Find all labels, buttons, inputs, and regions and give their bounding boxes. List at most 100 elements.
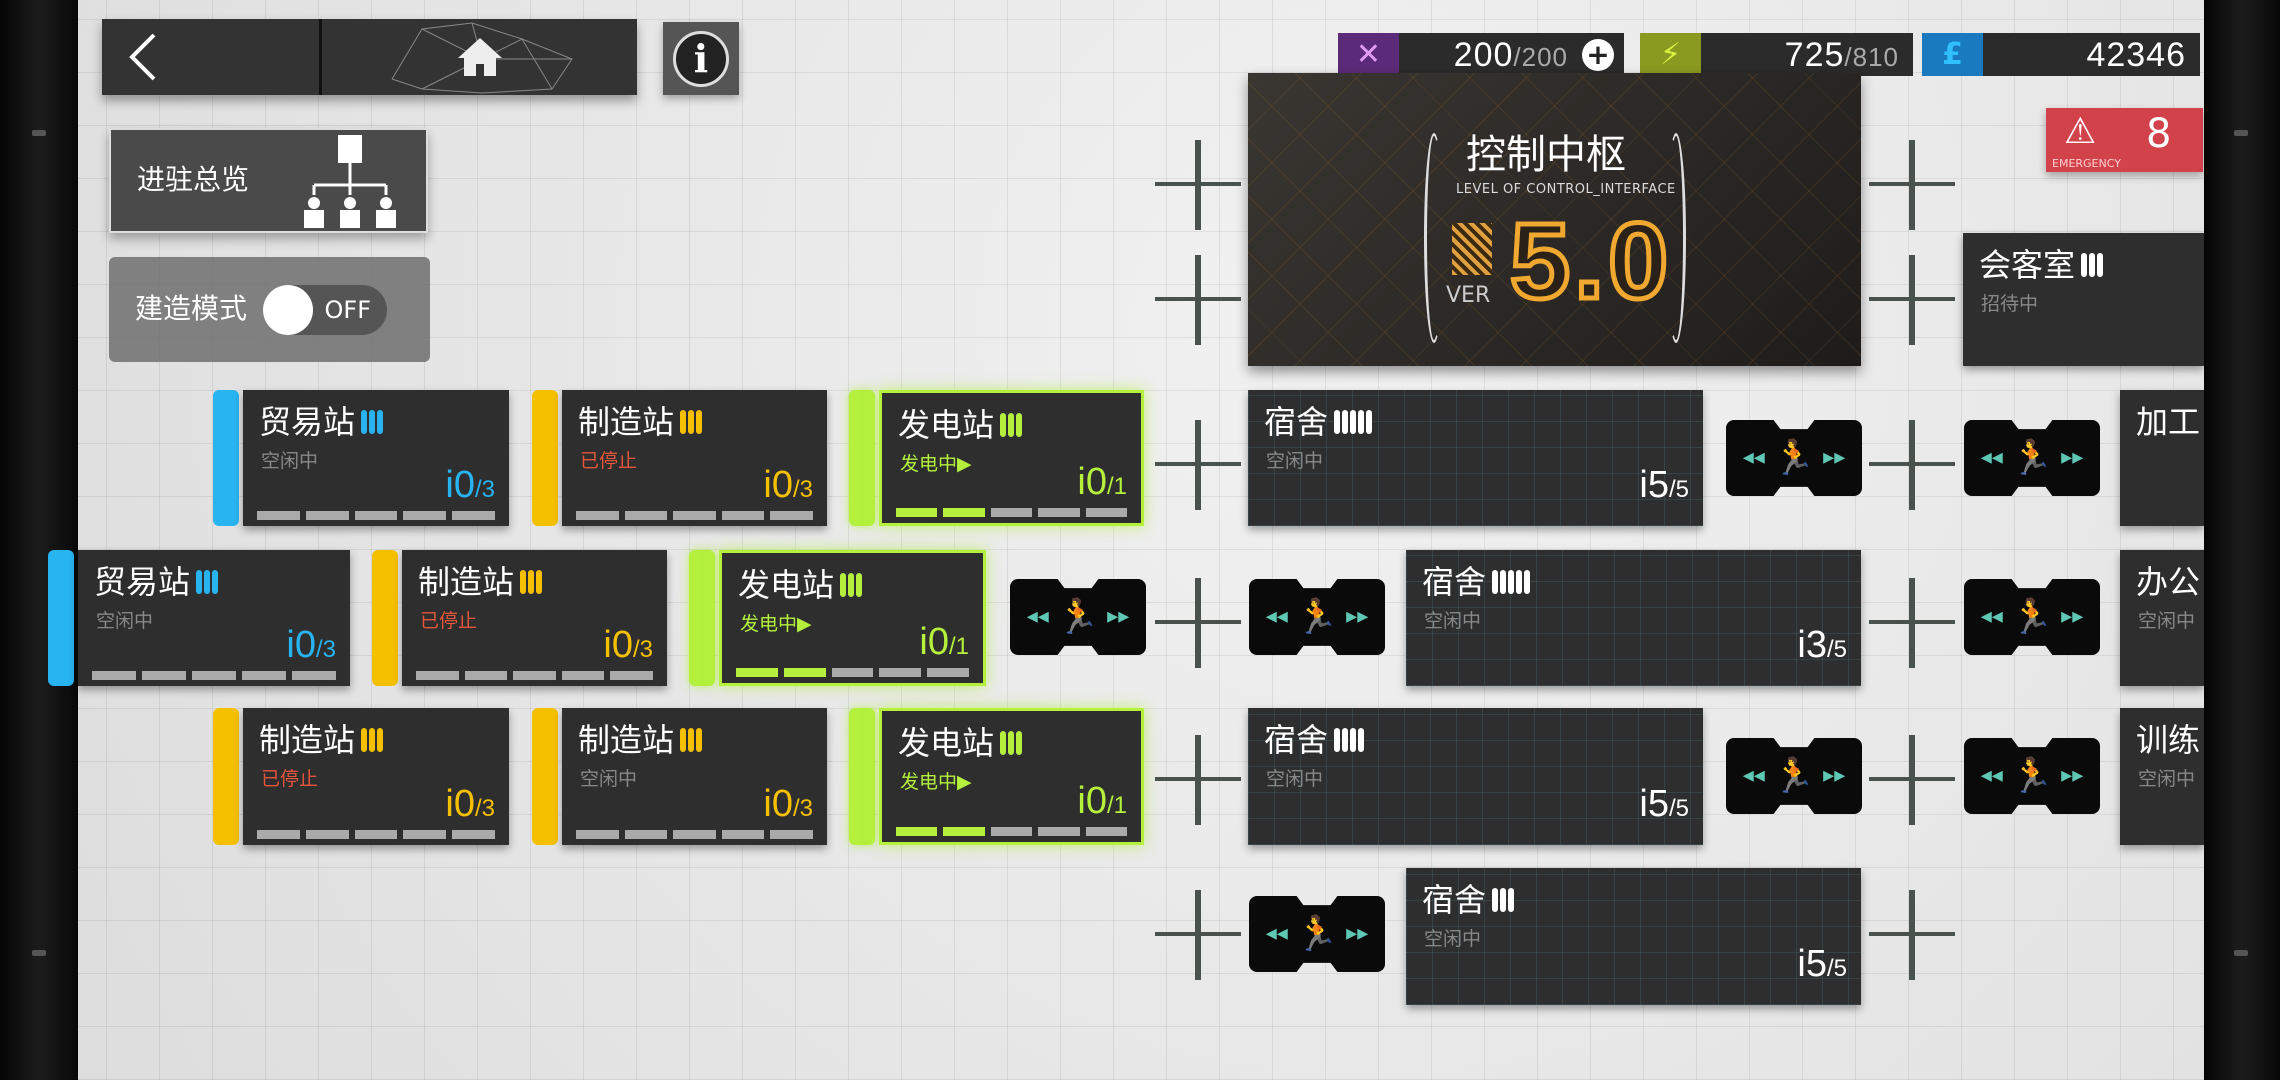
grid-cross-marker bbox=[1155, 735, 1241, 825]
progress-segment bbox=[1085, 508, 1128, 517]
progress-segment bbox=[513, 671, 556, 680]
room-name: 制造站 bbox=[418, 566, 543, 598]
level-pip bbox=[1358, 728, 1365, 752]
progress-segment bbox=[990, 508, 1033, 517]
category-stripe bbox=[532, 708, 558, 845]
worker-capacity: /5 bbox=[1668, 795, 1689, 822]
worker-icon: i bbox=[1797, 943, 1806, 985]
control-center-subtitle: LEVEL OF CONTROL_INTERFACE bbox=[1456, 182, 1676, 197]
worker-count: i0/3 bbox=[603, 626, 653, 664]
corridor-button[interactable]: ◂◂🏃▸▸ bbox=[1010, 579, 1146, 655]
overview-button[interactable]: 进驻总览 bbox=[109, 128, 428, 233]
right-arrow-icon: ▸▸ bbox=[1823, 445, 1846, 470]
level-pip bbox=[361, 410, 368, 434]
emergency-label: EMERGENCY bbox=[2052, 157, 2121, 170]
room-title: 制造站 bbox=[259, 721, 356, 759]
corridor-button[interactable]: ◂◂🏃▸▸ bbox=[1249, 579, 1385, 655]
level-pip bbox=[520, 570, 527, 594]
home-button[interactable] bbox=[322, 19, 637, 95]
control-center[interactable]: 控制中枢 LEVEL OF CONTROL_INTERFACE VER 5.0 bbox=[1248, 73, 1861, 366]
corridor-button[interactable]: ◂◂🏃▸▸ bbox=[1964, 738, 2100, 814]
org-chart-icon bbox=[304, 134, 396, 228]
right-arrow-icon: ▸▸ bbox=[2061, 445, 2084, 470]
emergency-button[interactable]: ⚠ 8 EMERGENCY bbox=[2046, 108, 2203, 172]
progress-segments bbox=[576, 511, 813, 520]
left-arrow-icon: ◂◂ bbox=[1026, 604, 1049, 629]
hatch-decoration bbox=[1452, 223, 1492, 275]
drone-current: 200 bbox=[1453, 35, 1514, 74]
info-icon: i bbox=[673, 30, 729, 87]
room-status: 已停止 bbox=[580, 450, 638, 472]
grid-cross-marker bbox=[1155, 578, 1241, 668]
worker-icon: i bbox=[763, 464, 772, 506]
add-drone-button[interactable]: + bbox=[1582, 38, 1614, 71]
emergency-count: 8 bbox=[2146, 111, 2172, 157]
room-name: 办公 bbox=[2136, 566, 2200, 598]
corridor-button[interactable]: ◂◂🏃▸▸ bbox=[1964, 420, 2100, 496]
progress-segment bbox=[879, 668, 922, 677]
room-title: 宿舍 bbox=[1264, 403, 1329, 441]
room-card-training[interactable]: 训练空闲中 bbox=[2120, 708, 2204, 845]
info-button[interactable]: i bbox=[663, 22, 739, 95]
room-card-workshop[interactable]: 加工 bbox=[2120, 390, 2204, 526]
corridor-button[interactable]: ◂◂🏃▸▸ bbox=[1726, 420, 1862, 496]
corridor-button[interactable]: ◂◂🏃▸▸ bbox=[1249, 896, 1385, 972]
room-name: 发电站 bbox=[898, 724, 1023, 762]
progress-segment bbox=[142, 671, 186, 680]
build-mode-toggle[interactable]: OFF bbox=[263, 284, 388, 335]
room-card-office[interactable]: 办公空闲中 bbox=[2120, 550, 2204, 686]
room-card-power[interactable]: 发电站发电中▶i0/1 bbox=[879, 390, 1144, 526]
worker-icon: i bbox=[445, 464, 454, 506]
grid-cross-marker bbox=[1155, 255, 1241, 345]
corridor-button[interactable]: ◂◂🏃▸▸ bbox=[1726, 738, 1862, 814]
room-card-reception[interactable]: 会客室招待中 bbox=[1963, 233, 2204, 366]
worker-count: i0/1 bbox=[919, 623, 969, 661]
level-pip bbox=[1334, 410, 1341, 434]
room-status: 空闲中 bbox=[2138, 610, 2196, 632]
grid-decoration bbox=[1248, 73, 1861, 366]
worker-capacity: /3 bbox=[792, 795, 813, 822]
bracket-left bbox=[1424, 133, 1444, 343]
progress-segment bbox=[1085, 827, 1128, 836]
category-stripe bbox=[849, 708, 875, 845]
room-status: 已停止 bbox=[261, 768, 319, 790]
grid-cross-marker bbox=[1869, 578, 1955, 668]
workers-assigned: 0 bbox=[771, 464, 793, 506]
progress-segment bbox=[416, 671, 459, 680]
worker-count: i0/3 bbox=[445, 466, 495, 504]
control-center-title: 控制中枢 bbox=[1466, 132, 1626, 178]
bezel-nub bbox=[32, 950, 46, 956]
power-counter: ⚡ 725/810 bbox=[1640, 33, 1913, 76]
category-stripe bbox=[213, 708, 239, 845]
room-title: 发电站 bbox=[898, 724, 995, 762]
worker-count: i0/3 bbox=[763, 785, 813, 823]
back-button[interactable] bbox=[102, 19, 322, 95]
drone-icon: ✕ bbox=[1338, 33, 1399, 76]
corridor-button[interactable]: ◂◂🏃▸▸ bbox=[1964, 579, 2100, 655]
progress-segment bbox=[783, 668, 826, 677]
workers-assigned: 5 bbox=[1805, 943, 1827, 985]
workers-assigned: 0 bbox=[771, 783, 793, 825]
progress-segment bbox=[403, 830, 447, 839]
level-pips bbox=[680, 728, 703, 752]
category-stripe bbox=[532, 390, 558, 526]
level-pip bbox=[688, 410, 695, 434]
level-pips bbox=[361, 410, 384, 434]
left-bezel bbox=[0, 0, 78, 1080]
grid-cross-marker bbox=[1869, 735, 1955, 825]
worker-count: i5/5 bbox=[1639, 785, 1689, 823]
room-card-power[interactable]: 发电站发电中▶i0/1 bbox=[719, 550, 986, 686]
progress-segment bbox=[292, 671, 336, 680]
room-card-power[interactable]: 发电站发电中▶i0/1 bbox=[879, 708, 1144, 845]
bezel-nub bbox=[32, 130, 46, 136]
